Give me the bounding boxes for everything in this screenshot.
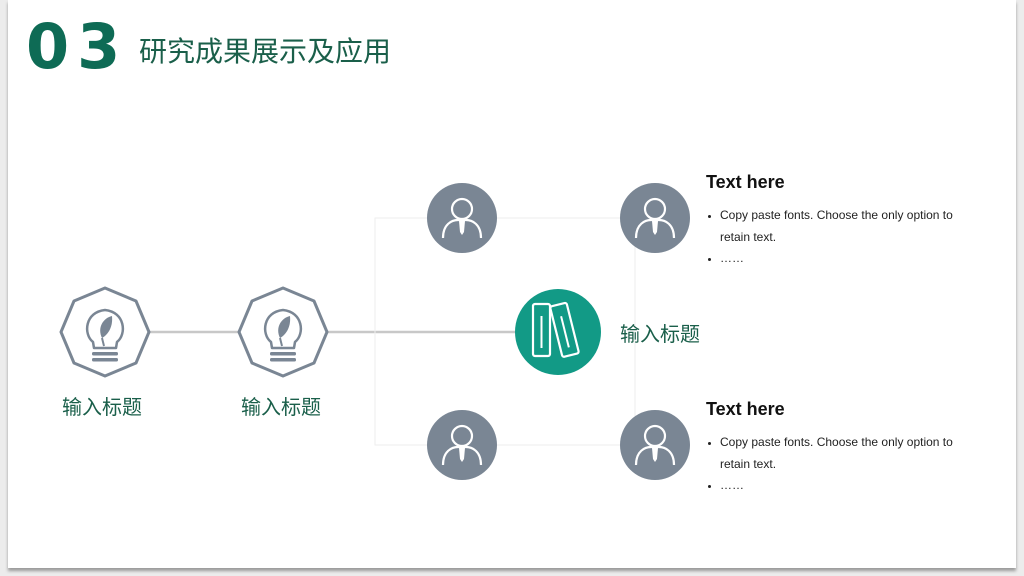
section-number: 03 bbox=[26, 10, 129, 83]
bullet-item: …… bbox=[720, 248, 966, 270]
lightbulb-leaf-icon bbox=[59, 286, 151, 378]
person-tie-icon bbox=[618, 181, 692, 255]
person-tie-icon bbox=[425, 408, 499, 482]
binders-icon bbox=[515, 289, 601, 375]
bullet-item: …… bbox=[720, 475, 966, 497]
node-label: 输入标题 bbox=[62, 395, 142, 419]
block-title: Text here bbox=[706, 399, 785, 419]
slide: 03 研究成果展示及应用 bbox=[8, 0, 1016, 568]
bullet-list: Copy paste fonts. Choose the only option… bbox=[706, 205, 966, 270]
bullet-item: Copy paste fonts. Choose the only option… bbox=[720, 205, 966, 248]
bullet-item: Copy paste fonts. Choose the only option… bbox=[720, 432, 966, 475]
flow-diagram bbox=[59, 181, 692, 482]
center-node-label: 输入标题 bbox=[620, 322, 700, 346]
branch-frame bbox=[374, 217, 636, 446]
person-tie-icon bbox=[618, 408, 692, 482]
node-label: 输入标题 bbox=[241, 395, 321, 419]
text-block-top: Text here Copy paste fonts. Choose the o… bbox=[706, 171, 966, 270]
text-block-bottom: Text here Copy paste fonts. Choose the o… bbox=[706, 398, 966, 497]
block-title: Text here bbox=[706, 172, 785, 192]
lightbulb-leaf-icon bbox=[237, 286, 329, 378]
page-title: 研究成果展示及应用 bbox=[139, 35, 392, 68]
bullet-list: Copy paste fonts. Choose the only option… bbox=[706, 432, 966, 497]
person-tie-icon bbox=[425, 181, 499, 255]
